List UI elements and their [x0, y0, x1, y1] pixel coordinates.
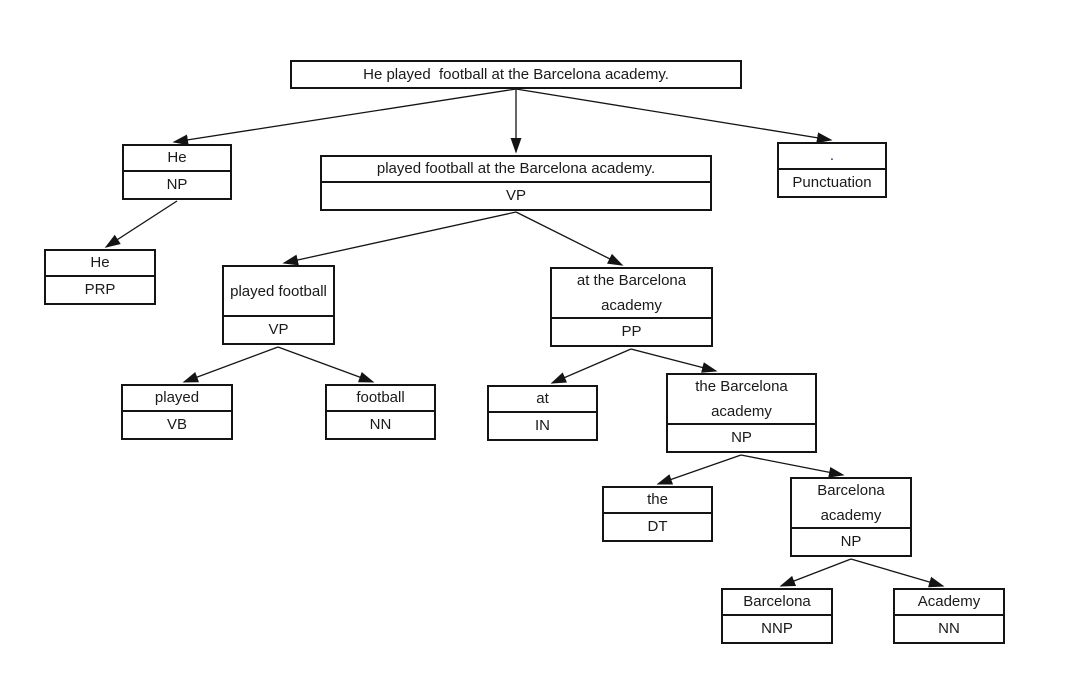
edge-np4-nnp [779, 558, 852, 587]
node-tag: PRP [84, 281, 116, 298]
node-tag: Punctuation [792, 174, 872, 191]
node-word: played [123, 386, 231, 412]
node-word: Barcelona academy [792, 479, 910, 529]
edge-root-punct [515, 88, 833, 144]
edge-root-np [172, 88, 517, 146]
node-tag: NN [938, 620, 960, 637]
node-word: the [604, 488, 711, 514]
node-word: at the Barcelona academy [552, 269, 711, 319]
node-tag: DT [647, 518, 668, 535]
node-tag: NNP [761, 620, 793, 637]
tree-node-nn-academy: Academy NN [893, 588, 1005, 644]
node-word: He [46, 251, 154, 277]
edge-vp-vp2 [282, 211, 517, 266]
node-tag: NP [731, 429, 752, 446]
node-tag: VB [166, 416, 187, 433]
edge-np4-nn [850, 558, 945, 588]
tree-node-vp-played-football: played football VP [222, 265, 335, 345]
node-tag: VP [268, 321, 289, 338]
tree-node-vp-main: played football at the Barcelona academy… [320, 155, 712, 211]
tree-node-np-the-barcelona-academy: the Barcelona academy NP [666, 373, 817, 453]
edge-np3-dt [656, 454, 742, 485]
edge-pp-in [550, 348, 632, 384]
tree-node-prp-he: He PRP [44, 249, 156, 305]
tree-node-in-at: at IN [487, 385, 598, 441]
node-tag: VP [505, 187, 526, 204]
tree-node-nnp-barcelona: Barcelona NNP [721, 588, 833, 644]
node-word: Barcelona [723, 590, 831, 616]
node-word: Academy [895, 590, 1003, 616]
node-word: played football [224, 267, 333, 317]
tree-node-punctuation: . Punctuation [777, 142, 887, 198]
tree-node-dt-the: the DT [602, 486, 713, 542]
node-word: football [327, 386, 434, 412]
tree-node-root: He played football at the Barcelona acad… [290, 60, 742, 89]
edge-pp-np3 [630, 348, 718, 373]
tree-node-np-barcelona-academy: Barcelona academy NP [790, 477, 912, 557]
node-tag: NN [369, 416, 392, 433]
tree-node-nn-football: football NN [325, 384, 436, 440]
node-word: . [779, 144, 885, 170]
node-tag: PP [621, 323, 642, 340]
node-word: at [489, 387, 596, 413]
node-tag: NP [166, 176, 188, 193]
tree-node-pp-at: at the Barcelona academy PP [550, 267, 713, 347]
edge-vp2-vb [182, 346, 279, 383]
edge-np3-np4 [740, 454, 845, 478]
node-word: He [124, 146, 230, 172]
tree-node-vb-played: played VB [121, 384, 233, 440]
edge-np-prp [104, 200, 178, 248]
node-tag: NP [840, 533, 862, 550]
tree-node-np-subject: He NP [122, 144, 232, 200]
edge-vp-pp [515, 211, 624, 266]
node-word: played football at the Barcelona academy… [322, 157, 710, 183]
root-sentence-text: He played football at the Barcelona acad… [363, 65, 669, 83]
node-word: the Barcelona academy [668, 375, 815, 425]
edge-vp2-nn [277, 346, 375, 383]
node-tag: IN [535, 417, 550, 434]
